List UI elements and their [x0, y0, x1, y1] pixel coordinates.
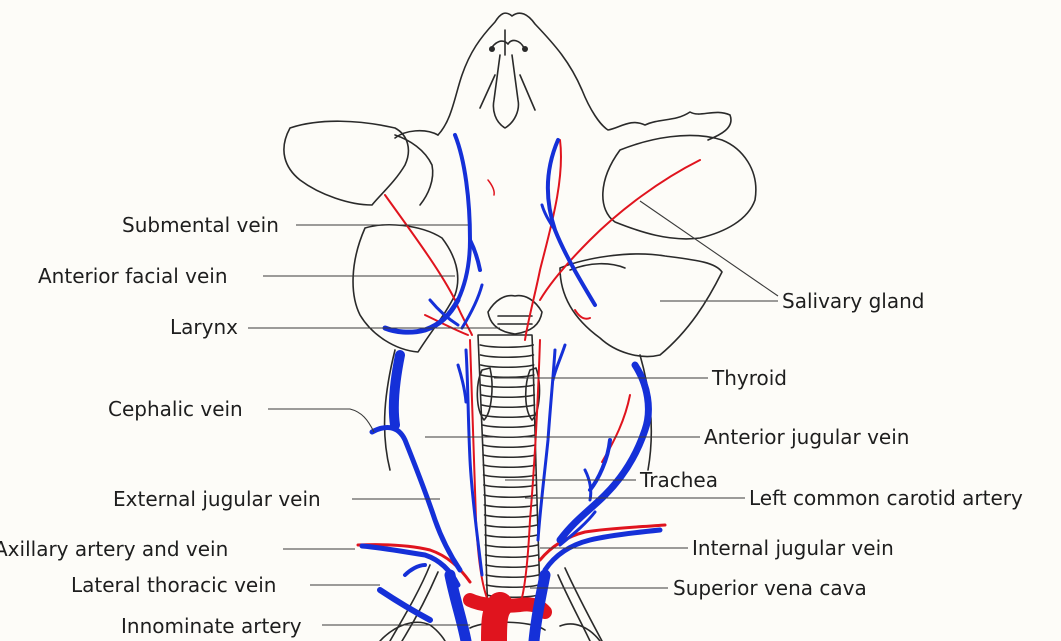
trachea-ring — [481, 375, 534, 377]
label-salivary-gland: Salivary gland — [782, 289, 924, 313]
left-external-jugular-vein — [560, 365, 648, 540]
trachea-ring — [486, 575, 538, 577]
label-anterior-jugular-vein: Anterior jugular vein — [704, 425, 909, 449]
trachea-ring — [481, 365, 534, 367]
label-cephalic-vein: Cephalic vein — [108, 397, 243, 421]
trachea-ring — [485, 545, 537, 547]
trachea-ring — [484, 475, 536, 477]
trachea-ring — [480, 345, 533, 347]
trachea-ring — [484, 495, 536, 497]
axillary-vein — [362, 546, 458, 585]
trachea-ring — [483, 455, 536, 457]
label-larynx: Larynx — [170, 315, 238, 339]
label-superior-vena-cava: Superior vena cava — [673, 576, 867, 600]
leader-lines — [248, 201, 778, 625]
trachea-ring — [484, 485, 536, 487]
head-outline — [395, 13, 731, 140]
label-lateral-thoracic-vein: Lateral thoracic vein — [71, 573, 276, 597]
trachea-ring — [483, 445, 536, 447]
label-internal-jugular-vein: Internal jugular vein — [692, 536, 894, 560]
trachea-ring — [482, 425, 535, 427]
label-trachea: Trachea — [639, 468, 718, 492]
label-thyroid: Thyroid — [711, 366, 787, 390]
trachea-ring — [483, 465, 536, 467]
trachea-ring — [482, 415, 535, 417]
trachea-outline — [478, 335, 540, 610]
trachea-ring — [486, 555, 538, 557]
trachea-ring — [484, 505, 536, 507]
labels: Submental vein Anterior facial vein Lary… — [0, 213, 1023, 638]
label-submental-vein: Submental vein — [122, 213, 279, 237]
trachea-ring — [481, 355, 534, 357]
label-innominate-artery: Innominate artery — [121, 614, 302, 638]
trachea-ring — [486, 565, 538, 567]
label-axillary-artery-and-vein: Axillary artery and vein — [0, 537, 228, 561]
trachea-ring — [486, 585, 538, 587]
salivary-gland-right — [560, 135, 756, 356]
label-anterior-facial-vein: Anterior facial vein — [38, 264, 228, 288]
label-external-jugular-vein: External jugular vein — [113, 487, 321, 511]
trachea-ring — [485, 515, 537, 517]
cephalic-vein — [394, 355, 400, 425]
label-left-common-carotid-artery: Left common carotid artery — [749, 486, 1023, 510]
